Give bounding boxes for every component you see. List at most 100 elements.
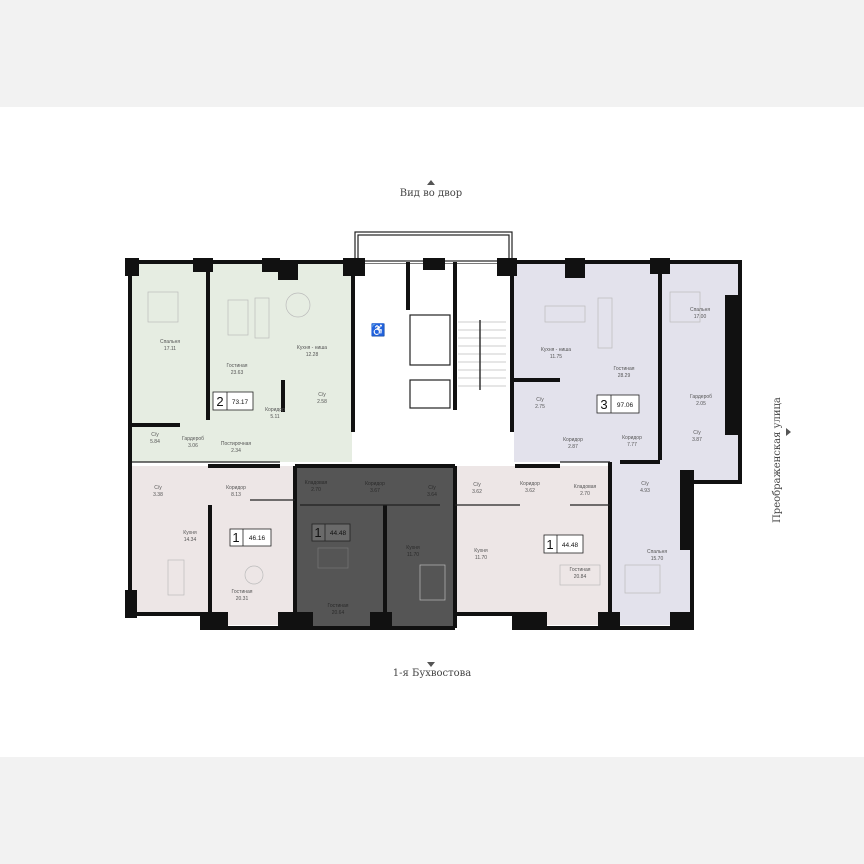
svg-text:2.70: 2.70 bbox=[311, 487, 321, 493]
accessibility-icon: ♿ bbox=[371, 323, 386, 337]
apartment-1-center-badge[interactable]: 1 44.48 bbox=[311, 523, 351, 542]
svg-text:Кухня - ниша: Кухня - ниша bbox=[297, 345, 327, 351]
svg-text:Спальня: Спальня bbox=[647, 549, 667, 555]
svg-text:11.75: 11.75 bbox=[550, 354, 562, 360]
svg-text:Кухня: Кухня bbox=[183, 530, 197, 536]
svg-text:20.31: 20.31 bbox=[236, 596, 249, 602]
bottom-band bbox=[0, 757, 864, 864]
staircase bbox=[458, 320, 506, 390]
svg-text:Кладовая: Кладовая bbox=[574, 484, 597, 490]
svg-text:20.84: 20.84 bbox=[574, 574, 587, 580]
svg-text:С/у: С/у bbox=[473, 482, 481, 488]
svg-text:Гардероб: Гардероб bbox=[182, 436, 204, 442]
svg-text:3.64: 3.64 bbox=[427, 492, 437, 498]
svg-text:Коридор: Коридор bbox=[563, 437, 583, 443]
svg-text:Кухня: Кухня bbox=[406, 545, 420, 551]
arrow-up-icon bbox=[427, 180, 435, 185]
svg-text:Коридор: Коридор bbox=[226, 485, 246, 491]
svg-text:14.34: 14.34 bbox=[184, 537, 197, 543]
svg-text:Кухня: Кухня bbox=[474, 548, 488, 554]
svg-text:15.70: 15.70 bbox=[651, 556, 664, 562]
svg-text:С/у: С/у bbox=[641, 481, 649, 487]
svg-text:46.16: 46.16 bbox=[249, 535, 266, 542]
svg-text:Коридор: Коридор bbox=[365, 481, 385, 487]
orientation-bottom: 1-я Бухвостова bbox=[393, 668, 472, 679]
svg-text:Спальня: Спальня bbox=[690, 307, 710, 313]
svg-text:2.87: 2.87 bbox=[568, 444, 578, 450]
svg-text:8.13: 8.13 bbox=[231, 492, 241, 498]
elevator-small bbox=[409, 379, 451, 409]
svg-text:3.62: 3.62 bbox=[472, 489, 482, 495]
svg-text:73.17: 73.17 bbox=[232, 399, 249, 406]
svg-text:5.11: 5.11 bbox=[270, 414, 280, 420]
svg-text:97.06: 97.06 bbox=[617, 402, 634, 409]
svg-text:2.58: 2.58 bbox=[317, 399, 327, 405]
orientation-right: Преображенская улица bbox=[772, 397, 783, 523]
svg-text:С/у: С/у bbox=[318, 392, 326, 398]
svg-text:1: 1 bbox=[314, 525, 321, 540]
svg-text:Кладовая: Кладовая bbox=[305, 480, 328, 486]
svg-text:11.70: 11.70 bbox=[407, 552, 419, 558]
svg-text:3.62: 3.62 bbox=[525, 488, 535, 494]
apartment-1-right-badge[interactable]: 1 44.48 bbox=[543, 534, 584, 554]
svg-text:3.38: 3.38 bbox=[153, 492, 163, 498]
svg-text:2.70: 2.70 bbox=[580, 491, 590, 497]
svg-text:28.29: 28.29 bbox=[618, 373, 631, 379]
svg-text:17.11: 17.11 bbox=[164, 346, 176, 352]
svg-text:Гардероб: Гардероб bbox=[690, 394, 712, 400]
stair-elevator-core bbox=[355, 264, 512, 432]
top-band bbox=[0, 0, 864, 107]
svg-text:Гостиная: Гостиная bbox=[614, 366, 635, 372]
svg-text:3.06: 3.06 bbox=[188, 443, 198, 449]
svg-text:17.00: 17.00 bbox=[694, 314, 707, 320]
svg-text:20.64: 20.64 bbox=[332, 610, 345, 616]
svg-text:2: 2 bbox=[216, 394, 223, 409]
svg-text:2.34: 2.34 bbox=[231, 448, 241, 454]
svg-text:44.48: 44.48 bbox=[562, 542, 579, 549]
apartment-3-badge[interactable]: 3 97.06 bbox=[596, 394, 640, 414]
svg-text:23.63: 23.63 bbox=[231, 370, 244, 376]
svg-text:4.93: 4.93 bbox=[640, 488, 650, 494]
svg-text:3.87: 3.87 bbox=[692, 437, 702, 443]
apartment-1-center[interactable] bbox=[295, 466, 455, 626]
svg-text:2.05: 2.05 bbox=[696, 401, 706, 407]
apartment-1-left-badge[interactable]: 1 46.16 bbox=[229, 528, 272, 547]
svg-text:Коридор: Коридор bbox=[265, 407, 285, 413]
svg-text:3.67: 3.67 bbox=[370, 488, 380, 494]
svg-text:Гостиная: Гостиная bbox=[227, 363, 248, 369]
furniture bbox=[147, 291, 701, 601]
svg-text:11.70: 11.70 bbox=[475, 555, 487, 561]
svg-text:Коридор: Коридор bbox=[520, 481, 540, 487]
svg-text:5.84: 5.84 bbox=[150, 439, 160, 445]
svg-text:С/у: С/у bbox=[536, 397, 544, 403]
svg-text:С/у: С/у bbox=[693, 430, 701, 436]
svg-text:1: 1 bbox=[546, 537, 553, 552]
apartment-2[interactable] bbox=[132, 264, 352, 462]
svg-text:44.48: 44.48 bbox=[330, 530, 347, 537]
svg-text:Кухня - ниша: Кухня - ниша bbox=[541, 347, 571, 353]
svg-text:Гостиная: Гостиная bbox=[570, 567, 591, 573]
svg-text:Гостиная: Гостиная bbox=[232, 589, 253, 595]
svg-text:С/у: С/у bbox=[428, 485, 436, 491]
svg-text:Спальня: Спальня bbox=[160, 339, 180, 345]
wall-piers bbox=[125, 258, 739, 630]
apartment-2-badge[interactable]: 2 73.17 bbox=[212, 391, 254, 411]
elevator-large bbox=[409, 314, 451, 366]
svg-text:1: 1 bbox=[232, 530, 239, 545]
svg-text:С/у: С/у bbox=[154, 485, 162, 491]
apartment-1-left[interactable] bbox=[132, 466, 295, 625]
svg-text:Постирочная: Постирочная bbox=[221, 441, 252, 447]
orientation-top: Вид во двор bbox=[400, 188, 462, 199]
svg-text:С/у: С/у bbox=[151, 432, 159, 438]
svg-text:Коридор: Коридор bbox=[622, 435, 642, 441]
svg-text:12.28: 12.28 bbox=[306, 352, 319, 358]
arrow-down-icon bbox=[427, 662, 435, 667]
svg-text:3: 3 bbox=[600, 397, 607, 412]
svg-text:2.75: 2.75 bbox=[535, 404, 545, 410]
